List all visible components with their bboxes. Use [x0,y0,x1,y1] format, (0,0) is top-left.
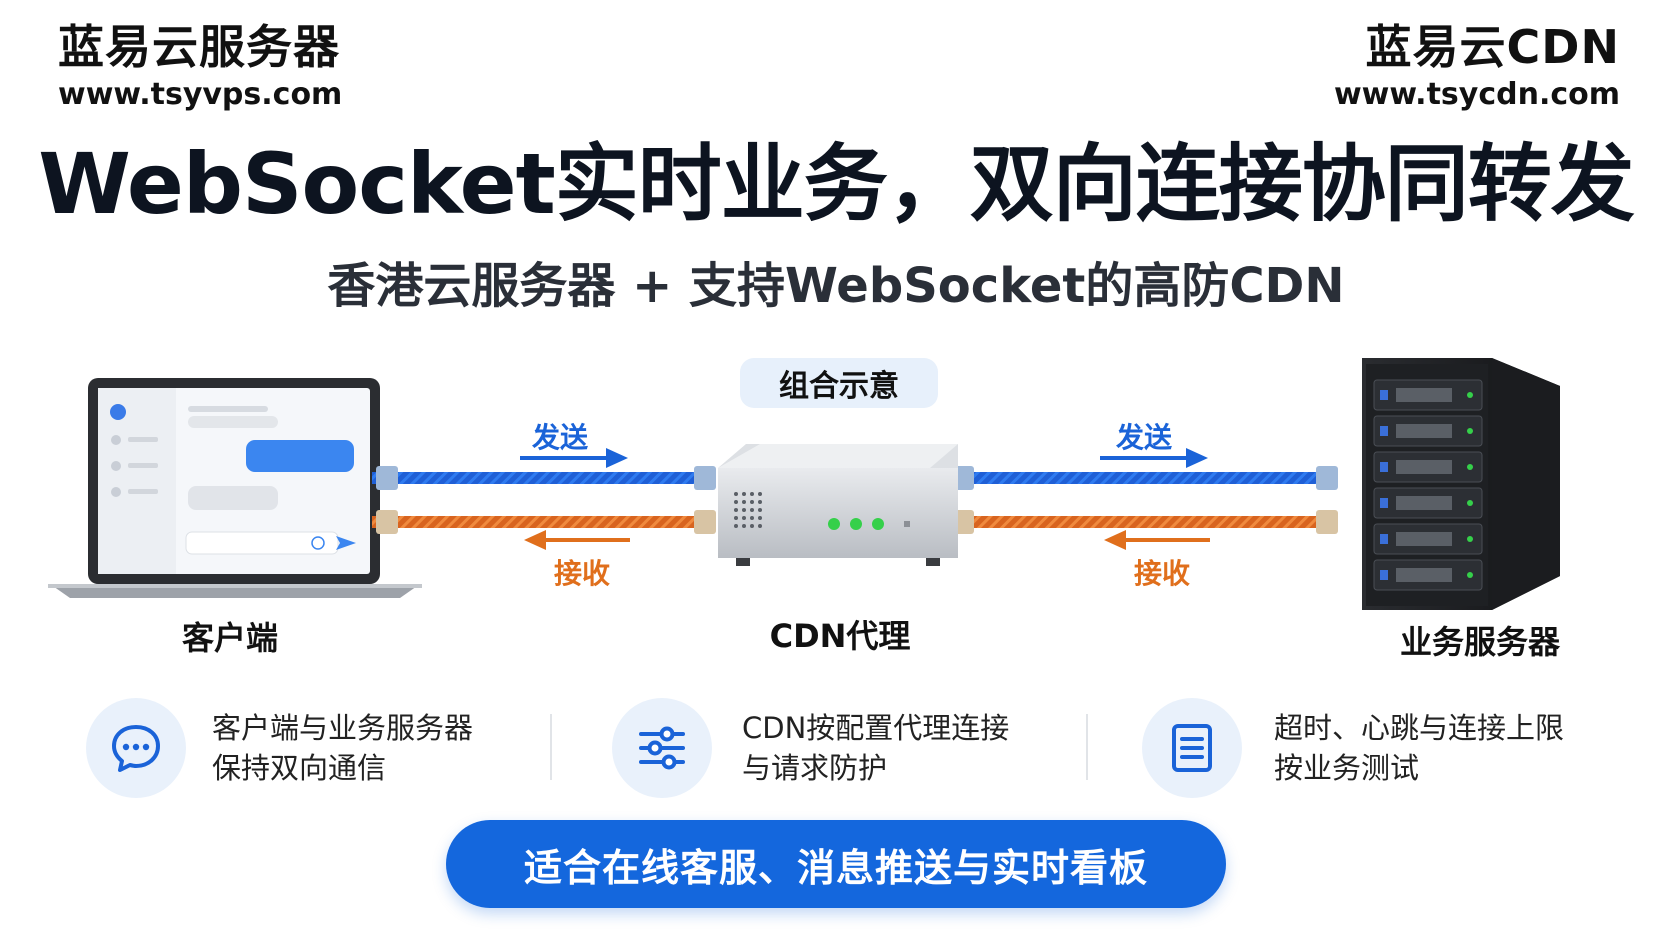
cdn-proxy-label: CDN代理 [769,617,911,655]
feature-3-line-1: 超时、心跳与连接上限 [1274,710,1565,745]
brand-left: 蓝易云服务器 www.tsyvps.com [58,24,342,110]
receive-label-right: 接收 [1134,557,1191,590]
feature-icon-wrap [1142,698,1242,798]
feature-1-line-2: 保持双向通信 [212,751,387,785]
chat-icon [112,725,160,772]
laptop-icon [48,378,422,598]
rj45-connector [1316,466,1338,490]
feature-item: 客户端与业务服务器 保持双向通信 [86,698,473,798]
brand-left-url[interactable]: www.tsyvps.com [58,77,343,112]
rj45-connector [694,466,716,490]
send-arrow-left-icon [520,448,628,468]
cta-banner[interactable]: 适合在线客服、消息推送与实时看板 [446,820,1226,908]
send-label-left: 发送 [532,421,589,454]
business-server-label: 业务服务器 [1399,623,1560,661]
receive-arrow-left-icon [524,530,630,550]
status-led-icon [872,518,884,530]
client-label: 客户端 [181,619,278,657]
document-icon [1172,724,1212,772]
brand-right-name: 蓝易云CDN [1365,20,1620,74]
status-led-icon [850,518,862,530]
feature-3-line-2: 按业务测试 [1274,751,1420,785]
cdn-proxy-box-icon [718,444,958,566]
feature-divider [1086,714,1088,780]
headline: WebSocket实时业务，双向连接协同转发 [38,135,1635,233]
rj45-connector [1316,510,1338,534]
brand-right-url[interactable]: www.tsycdn.com [1333,77,1620,112]
send-arrow-right-icon [1100,448,1208,468]
feature-item: CDN按配置代理连接 与请求防护 [612,698,1009,798]
subheadline: 香港云服务器 + 支持WebSocket的高防CDN [327,258,1345,314]
status-led-icon [828,518,840,530]
sliders-icon [639,726,685,770]
feature-divider [550,714,552,780]
receive-arrow-right-icon [1104,530,1210,550]
topology-diagram [48,358,1560,610]
receive-label-left: 接收 [554,557,611,590]
brand-left-name: 蓝易云服务器 [58,20,340,74]
brand-right: 蓝易云CDN www.tsycdn.com [1334,24,1620,110]
rj45-connector [376,466,398,490]
rj45-connector [376,510,398,534]
feature-item: 超时、心跳与连接上限 按业务测试 [1142,698,1564,798]
feature-2-line-2: 与请求防护 [742,751,888,785]
diagram-chip: 组合示意 [740,358,938,408]
rj45-connector [694,510,716,534]
feature-icon-wrap [612,698,712,798]
send-label-right: 发送 [1116,421,1173,454]
feature-1-line-1: 客户端与业务服务器 [212,710,474,745]
feature-2-line-1: CDN按配置代理连接 [742,710,1010,745]
server-rack-icon [1362,358,1560,610]
feature-icon-wrap [86,698,186,798]
